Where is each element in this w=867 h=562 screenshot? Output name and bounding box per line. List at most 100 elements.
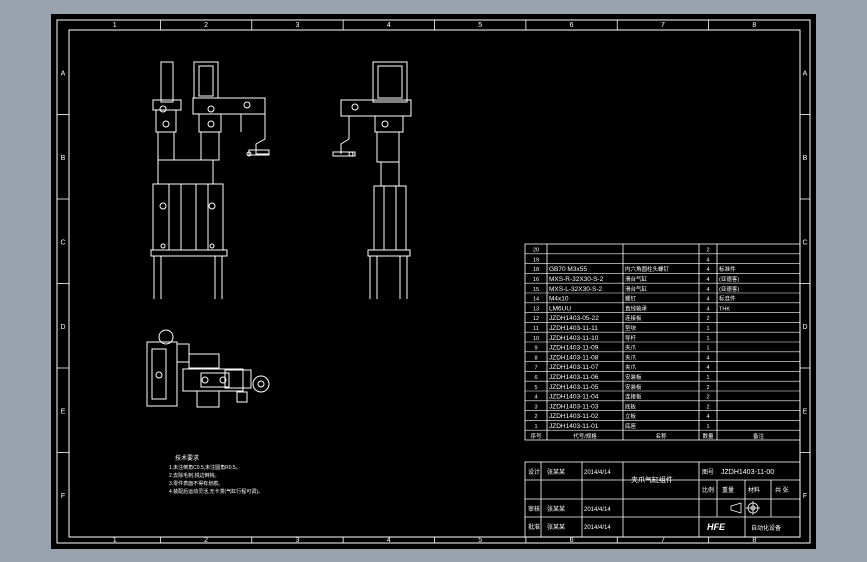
bom-cell-no: 12: [533, 316, 539, 322]
bom-cell-name: 螺钉: [625, 295, 637, 303]
zone-row-label: B: [803, 155, 808, 162]
bom-cell-no: 19: [533, 257, 539, 263]
bom-cell-qty: 2: [706, 316, 709, 322]
approve-date: 2014/4/14: [584, 525, 611, 531]
note-line: 3.零件表面不得有划痕。: [169, 480, 223, 487]
zone-row-label: E: [803, 408, 808, 415]
bom-cell-code: JZDH1403-11-06: [549, 374, 599, 381]
bom-cell-qty: 4: [706, 287, 709, 293]
bom-cell-code: JZDH1403-11-01: [549, 423, 599, 430]
outer-frame: [56, 19, 811, 544]
bom-cell-name: 夹爪: [625, 363, 637, 371]
bom-cell-no: 9: [534, 346, 537, 352]
zone-column-label: 5: [478, 537, 482, 544]
front-view: [150, 61, 270, 299]
bom-cell-code: JZDH1403-11-09: [549, 345, 599, 352]
zone-row-label: A: [803, 70, 808, 77]
bom-cell-qty: 2: [706, 404, 709, 410]
bom-header-note: 备注: [753, 432, 765, 440]
bom-cell-qty: 2: [706, 385, 709, 391]
bom-cell-no: 4: [534, 395, 537, 401]
bom-cell-code: LM6UU: [549, 305, 571, 312]
checker-name: 张某某: [547, 505, 565, 513]
bom-cell-name: 安装板: [625, 383, 642, 391]
bom-cell-qty: 4: [706, 414, 709, 420]
bom-cell-qty: 1: [706, 346, 709, 352]
part-name: 夹爪气缸组件: [631, 475, 673, 484]
bom-cell-code: JZDH1403-11-04: [549, 394, 599, 401]
zone-column-label: 3: [295, 22, 299, 29]
bom-cell-qty: 4: [706, 355, 709, 361]
bom-cell-code: MXS-L-32X30-S-2: [549, 286, 602, 293]
zone-column-label: 3: [295, 537, 299, 544]
bom-cell-code: JZDH1403-05-22: [549, 315, 599, 322]
bom-cell-no: 11: [533, 326, 539, 332]
company-logo: HFE: [707, 522, 726, 532]
bom-cell-name: 滑台气缸: [625, 275, 648, 283]
bom-cell-no: 14: [533, 297, 539, 303]
zone-row-label: D: [60, 324, 65, 331]
bom-header-name: 名称: [655, 432, 667, 440]
bom-cell-no: 1: [534, 424, 537, 430]
bom-cell-name: 夹爪: [625, 344, 637, 352]
approver-name: 张某某: [547, 523, 565, 531]
bom-cell-no: 8: [534, 355, 537, 361]
bom-cell-qty: 4: [706, 306, 709, 312]
bom-cell-name: 夹爪: [625, 353, 637, 361]
side-view: [332, 61, 412, 299]
zone-row-label: B: [61, 155, 66, 162]
bom-cell-code: JZDH1403-11-07: [549, 364, 599, 371]
bom-cell-name: 连接板: [625, 314, 642, 322]
bom-cell-no: 3: [534, 404, 537, 410]
zone-column-label: 1: [113, 537, 117, 544]
zone-row-label: D: [802, 324, 807, 331]
title-block-text: 设计 张某某 2014/4/14 审核 张某某 2014/4/14 批准 张某某…: [528, 468, 789, 532]
zone-column-label: 6: [570, 537, 574, 544]
bom-cell-code: JZDH1403-11-02: [549, 413, 599, 420]
bom-cell-note: 标准件: [719, 265, 736, 273]
weight-label: 重量: [722, 486, 734, 494]
bom-cell-no: 20: [533, 248, 539, 254]
zone-column-label: 7: [661, 537, 665, 544]
bom-cell-name: 垫块: [625, 324, 637, 332]
bom-cell-no: 10: [533, 336, 539, 342]
bom-cell-no: 2: [534, 414, 537, 420]
bom-cell-name: 连接板: [625, 393, 642, 401]
bom-cell-name: 立板: [625, 412, 637, 420]
bom-header-code: 代号/规格: [573, 432, 597, 440]
zone-column-label: 1: [113, 22, 117, 29]
bom-cell-code: JZDH1403-11-03: [549, 403, 599, 410]
technical-notes: 技术要求 1.未注倒角C0.5,未注圆角R0.5。 2.去除毛刺,锐边倒钝。 3…: [169, 454, 263, 495]
zone-row-label: C: [60, 239, 65, 246]
zone-column-label: 4: [387, 537, 391, 544]
title-block: [524, 461, 801, 538]
design-date: 2014/4/14: [584, 470, 611, 476]
bom-cell-qty: 4: [706, 297, 709, 303]
projection-symbol-icon: [730, 501, 760, 515]
zone-column-label: 8: [752, 537, 756, 544]
bom-cell-code: MXS-R-32X30-S-2: [549, 276, 604, 283]
zone-column-label: 7: [661, 22, 665, 29]
bom-cell-no: 5: [534, 385, 537, 391]
bom-cell-code: M4x10: [549, 296, 569, 303]
zone-row-label: A: [61, 70, 66, 77]
material-label: 材料: [748, 486, 760, 494]
zone-row-label: F: [61, 493, 65, 500]
bom-cell-note: THK: [719, 306, 730, 312]
bom-cell-qty: 1: [706, 326, 709, 332]
zone-column-label: 2: [204, 22, 208, 29]
bom-cell-name: 底座: [625, 422, 637, 430]
